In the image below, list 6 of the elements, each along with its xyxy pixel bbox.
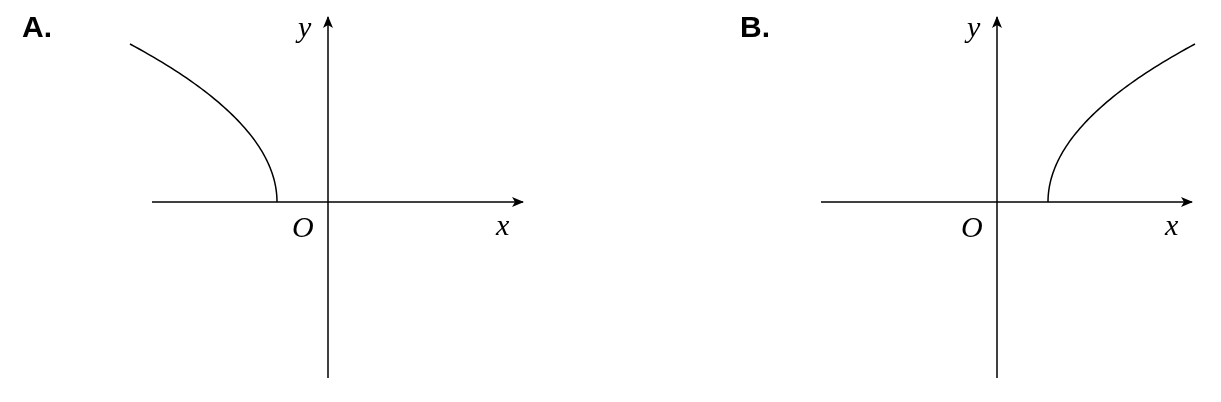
option-letter: B. [740,12,770,42]
option-letter: A. [22,12,52,42]
axis-label: x [1165,210,1179,240]
axis-label: x [496,210,510,240]
origin-label: O [961,212,983,242]
origin-label: O [292,212,314,242]
